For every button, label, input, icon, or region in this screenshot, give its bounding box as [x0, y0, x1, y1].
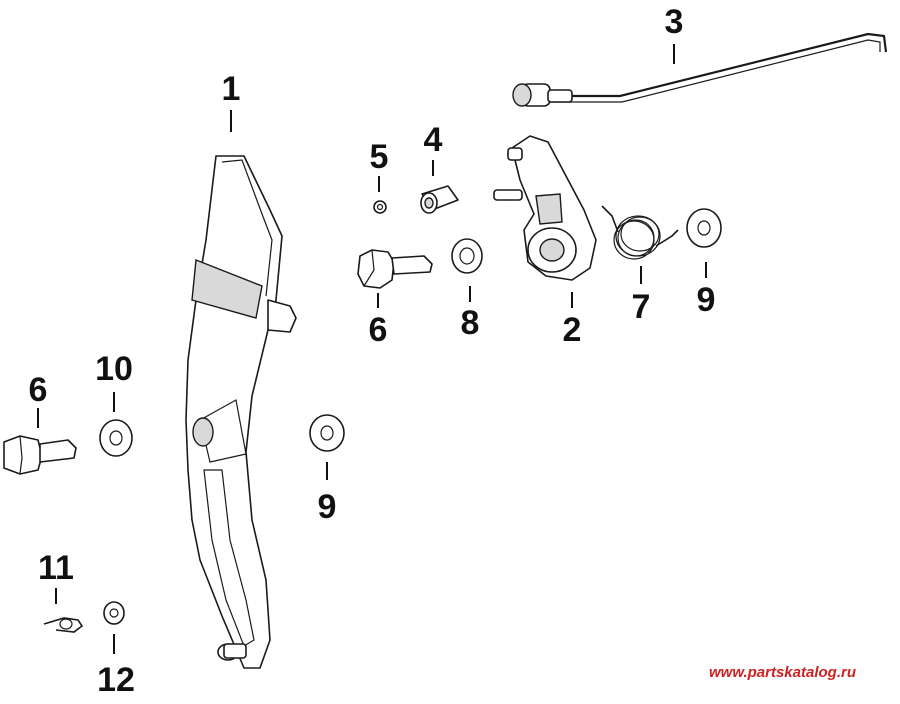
callout-5: 5 [369, 138, 389, 176]
callout-4: 4 [423, 121, 443, 159]
callout-2: 2 [562, 311, 582, 349]
part-3-link-rod [512, 32, 888, 107]
callout-11: 11 [38, 549, 74, 587]
callout-6-left: 6 [28, 371, 48, 409]
part-1-lever-arm [185, 155, 297, 669]
callout-9-right: 9 [696, 281, 716, 319]
callout-9-middle: 9 [317, 488, 337, 526]
part-6-upper-bolt [357, 249, 433, 289]
part-4-bushing [420, 185, 459, 214]
part-9-middle-washer [309, 414, 345, 452]
part-5-small-washer [373, 200, 387, 214]
part-8-washer [451, 238, 483, 274]
callout-10: 10 [95, 350, 133, 388]
part-9-right-washer [686, 208, 722, 248]
part-11-clip [43, 617, 84, 633]
watermark-text: www.partskatalog.ru [709, 664, 856, 681]
callout-12: 12 [97, 661, 135, 699]
part-6-left-bolt [3, 435, 77, 475]
callout-6-upper: 6 [368, 311, 388, 349]
part-7-torsion-spring [601, 205, 679, 260]
callout-7: 7 [631, 288, 651, 326]
part-2-pivot-arm [493, 135, 597, 281]
part-12-small-washer [103, 601, 125, 625]
callout-8: 8 [460, 304, 480, 342]
callout-3: 3 [664, 3, 684, 41]
leader-lines [37, 44, 707, 654]
callout-1: 1 [221, 70, 241, 108]
part-10-washer [99, 419, 133, 457]
